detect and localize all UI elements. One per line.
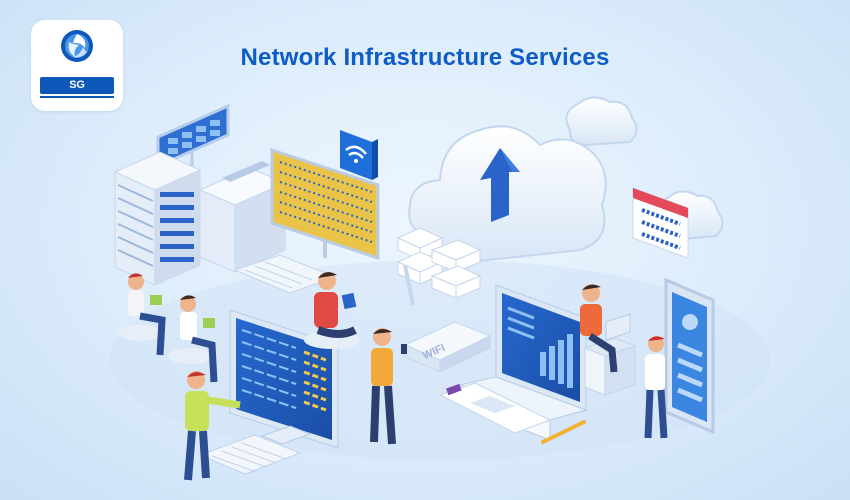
person-reading — [118, 273, 166, 356]
shield-swirl-icon — [61, 30, 93, 62]
monitor-icon — [270, 147, 380, 261]
logo-underline — [40, 96, 114, 98]
person-reading-2 — [168, 295, 218, 383]
keyboard-icon — [233, 254, 337, 294]
wifi-router-icon: WIFI — [403, 264, 492, 373]
wifi-icon — [340, 130, 378, 180]
page-title: Network Infrastructure Services — [240, 44, 610, 71]
person-phone — [370, 328, 407, 445]
person-laptop-sitting — [580, 284, 637, 396]
person-pointing — [184, 371, 241, 481]
person-tablet — [304, 272, 360, 349]
laptop-icon — [438, 284, 588, 441]
pen-icon — [541, 420, 586, 444]
logo-text: SG Computers — [40, 77, 114, 108]
cloud-upload-icon — [408, 125, 607, 264]
storage-stack-icon — [396, 227, 482, 299]
company-logo[interactable]: SG Computers — [31, 20, 123, 111]
server-rack-icon — [113, 151, 202, 286]
keyboard-icon — [198, 434, 302, 475]
smartphone-icon — [664, 277, 715, 435]
person-standing-right — [644, 336, 668, 439]
browser-window-icon — [632, 187, 689, 259]
